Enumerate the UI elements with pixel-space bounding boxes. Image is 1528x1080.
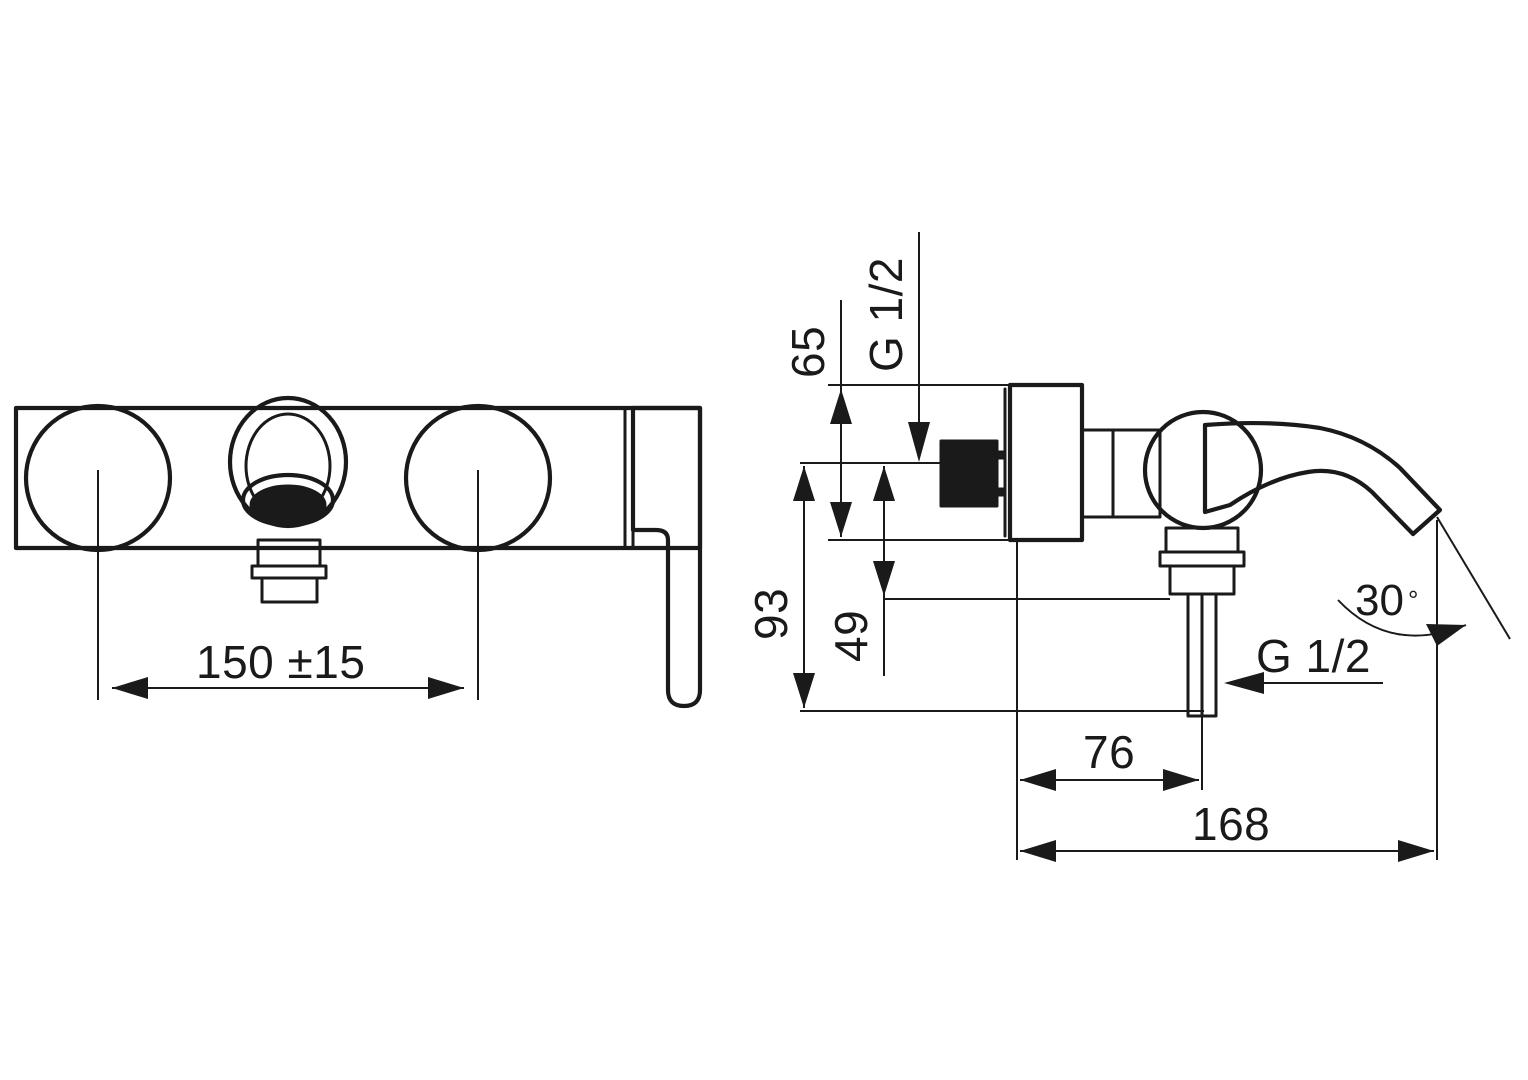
callout-outlet-thread: G 1/2 <box>1224 630 1383 694</box>
arrowhead-bottom-49 <box>873 561 895 596</box>
nut-shank-lower <box>995 487 1007 497</box>
arrowhead-left-150 <box>112 677 148 699</box>
arrowhead-left-76 <box>1020 769 1056 791</box>
callout-label-inlet-g12: G 1/2 <box>860 257 912 372</box>
dimension-label-49: 49 <box>825 610 877 662</box>
arrowhead-angle <box>1426 624 1466 646</box>
angle-ray-line <box>1436 516 1511 640</box>
dimension-label-65: 65 <box>782 326 834 378</box>
wall-plate-side <box>1007 382 1085 543</box>
outlet-flange-side <box>1164 526 1240 554</box>
outlet-flange-upper-front <box>256 538 322 568</box>
arrowhead-top-93 <box>793 466 815 501</box>
dimension-76: 76 <box>1020 726 1199 791</box>
callout-inlet-thread: G 1/2 <box>860 232 930 462</box>
arrowhead-top-65 <box>830 389 852 424</box>
outlet-thread-side <box>1168 564 1236 596</box>
arrowhead-top-49 <box>873 466 895 501</box>
degree-symbol-icon: ° <box>1408 585 1418 615</box>
arrowhead-right-168 <box>1398 840 1434 862</box>
arrowhead-outlet-g12 <box>1224 672 1264 694</box>
dimension-93: 93 <box>745 466 815 708</box>
spout-tube-side <box>1202 420 1443 537</box>
dimension-49: 49 <box>825 466 895 676</box>
nut-shank-upper <box>995 450 1007 460</box>
dimension-label-168: 168 <box>1192 798 1270 850</box>
callout-label-angle: 30 <box>1355 576 1404 625</box>
side-view-group: 65 G 1/2 93 49 76 <box>745 232 1511 862</box>
arrowhead-bottom-93 <box>793 673 815 708</box>
arrowhead-right-150 <box>428 677 464 699</box>
arrowhead-inlet-g12 <box>908 422 930 462</box>
dimension-label-76: 76 <box>1083 726 1135 778</box>
front-view-group: 150 ±15 <box>13 395 703 709</box>
arrowhead-left-168 <box>1020 840 1056 862</box>
inlet-connector-nut <box>939 439 999 508</box>
callout-spout-angle: 30 ° <box>1337 516 1511 646</box>
dimension-168: 168 <box>1020 798 1434 862</box>
dimension-label-150: 150 ±15 <box>196 636 365 688</box>
mixer-body-front <box>13 405 703 551</box>
outlet-thread-front <box>260 576 319 604</box>
spout-aperture <box>249 484 327 526</box>
outlet-pipe-side <box>1186 592 1218 718</box>
dimension-center-distance: 150 ±15 <box>112 636 464 699</box>
arrowhead-bottom-65 <box>830 502 852 537</box>
dimension-65: 65 <box>782 300 852 537</box>
outlet-ring-side <box>1158 550 1246 568</box>
dimension-label-93: 93 <box>745 588 797 640</box>
lever-handle-front <box>630 405 703 709</box>
arrowhead-right-76 <box>1163 769 1199 791</box>
callout-label-outlet-g12: G 1/2 <box>1256 630 1371 682</box>
outlet-ring-front <box>250 564 328 580</box>
mixer-neck-side <box>1080 428 1162 519</box>
